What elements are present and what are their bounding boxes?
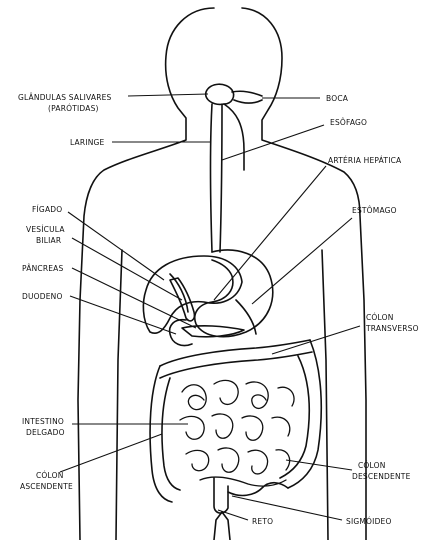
- label-biliar: BILIAR: [36, 236, 61, 245]
- mouth: [232, 91, 262, 96]
- label-parotidas: (PARÓTIDAS): [48, 104, 99, 113]
- label-colon-transverso-2: TRANSVERSO: [365, 324, 419, 333]
- leader-colon-transverso: [272, 326, 360, 354]
- esophagus-left: [211, 104, 213, 252]
- label-estomago: ESTÔMAGO: [352, 206, 397, 215]
- descending-colon: [280, 340, 321, 488]
- stomach: [195, 250, 273, 337]
- label-colon-ascendente-2: ASCENDENTE: [20, 482, 73, 491]
- rectum: [214, 478, 228, 513]
- label-boca: BOCA: [326, 94, 349, 103]
- legs-gap: [214, 512, 230, 540]
- label-glandulas-salivares: GLÂNDULAS SALIVARES: [18, 93, 112, 102]
- ascending-colon: [150, 366, 180, 502]
- label-colon-descendente-1: CÓLON: [358, 461, 386, 470]
- label-colon-descendente-2: DESCENDENTE: [352, 472, 411, 481]
- leader-sigmoideo: [232, 496, 342, 520]
- leader-vesicula: [72, 238, 182, 300]
- torso-inner-left: [116, 250, 122, 540]
- leader-duodeno: [70, 296, 176, 334]
- sigmoid: [228, 483, 288, 496]
- label-intestino: INTESTINO: [22, 417, 64, 426]
- leader-colon-ascendente: [60, 434, 162, 472]
- tongue: [234, 100, 262, 103]
- label-duodeno: DUODENO: [22, 292, 63, 301]
- label-arteria-hepatica: ARTÉRIA HEPÁTICA: [328, 156, 402, 165]
- label-laringe: LARINGE: [70, 138, 105, 147]
- label-pancreas: PÂNCREAS: [22, 264, 64, 273]
- label-colon-ascendente-1: CÓLON: [36, 471, 64, 480]
- trachea: [224, 104, 244, 170]
- leader-glandulas: [128, 94, 208, 96]
- label-colon-transverso-1: CÓLON: [366, 313, 394, 322]
- label-sigmoideo: SIGMÓIDEO: [346, 517, 392, 526]
- leader-esofago: [222, 125, 324, 160]
- label-esofago: ESÔFAGO: [330, 118, 367, 127]
- leader-estomago: [252, 218, 352, 304]
- small-intestine: [180, 380, 294, 486]
- label-figado: FÍGADO: [32, 205, 62, 214]
- gallbladder: [170, 278, 194, 321]
- leader-arteria: [214, 166, 326, 300]
- torso-inner-right: [322, 250, 328, 540]
- label-reto: RETO: [252, 517, 273, 526]
- esophagus-right: [220, 104, 222, 252]
- label-vesicula: VESÍCULA: [26, 225, 65, 234]
- label-delgado: DELGADO: [26, 428, 65, 437]
- parotid-gland: [206, 84, 234, 104]
- leader-reto: [218, 510, 248, 520]
